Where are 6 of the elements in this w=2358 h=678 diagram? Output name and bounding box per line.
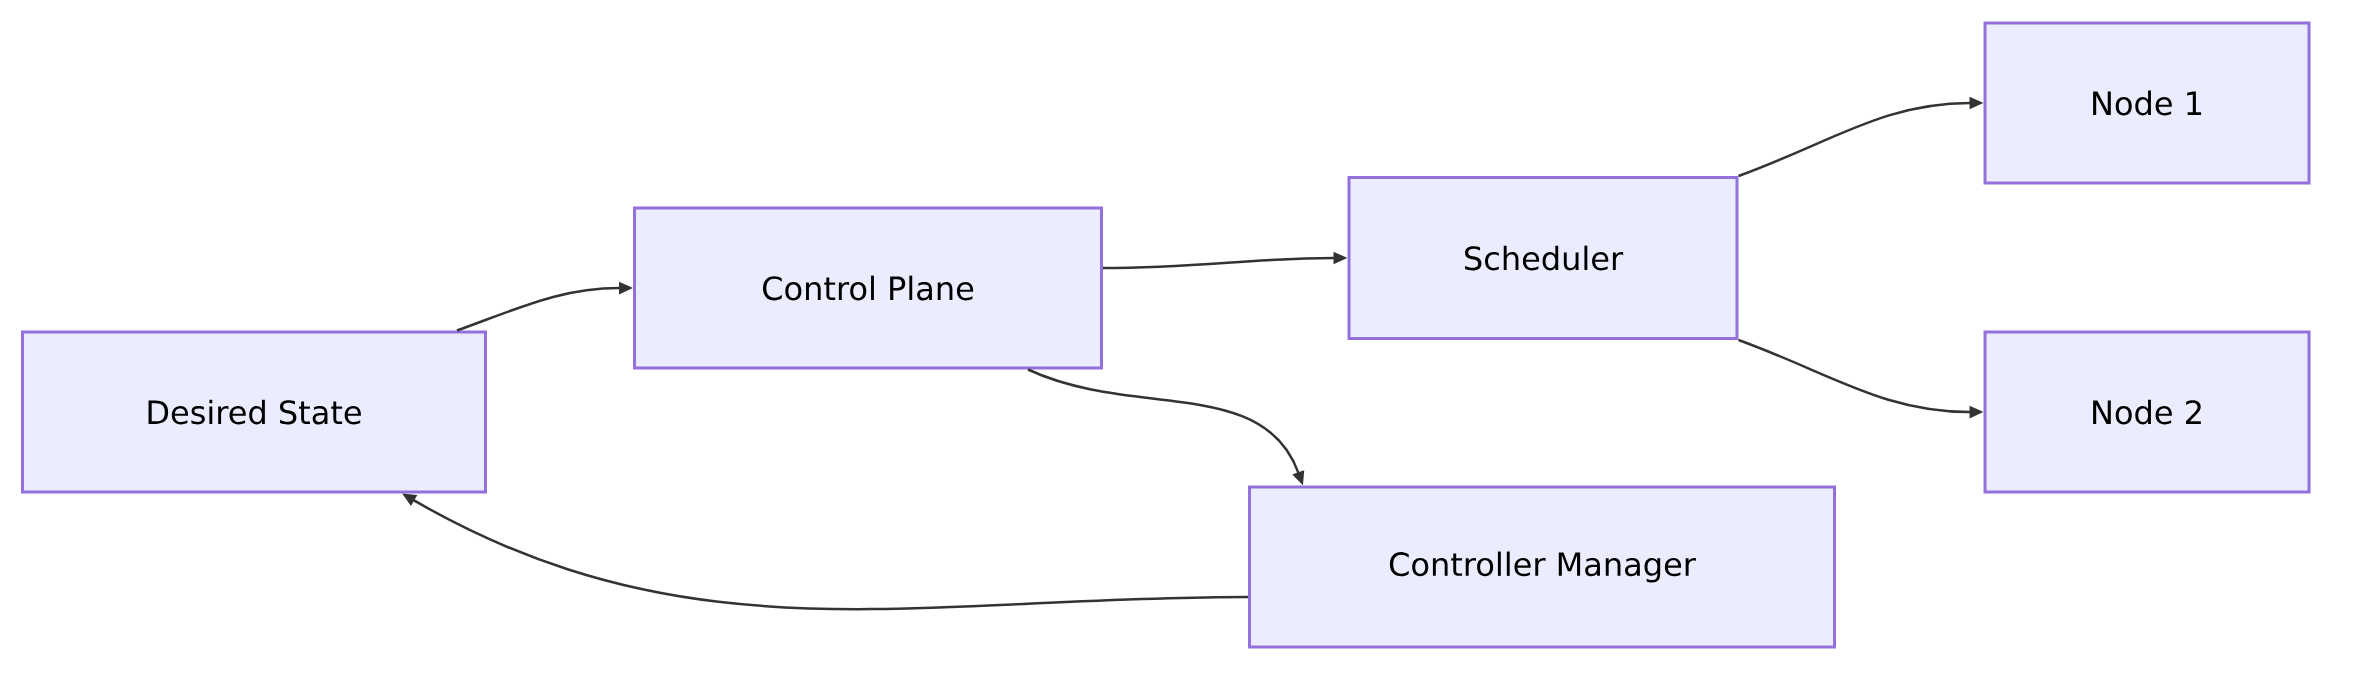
process-box: Node 2 bbox=[1983, 330, 2311, 494]
process-box: Control Plane bbox=[633, 206, 1103, 370]
process-box: Desired State bbox=[21, 330, 487, 494]
process-box: Scheduler bbox=[1347, 176, 1739, 340]
process-box: Controller Manager bbox=[1248, 485, 1836, 649]
process-box: Node 1 bbox=[1983, 21, 2311, 185]
